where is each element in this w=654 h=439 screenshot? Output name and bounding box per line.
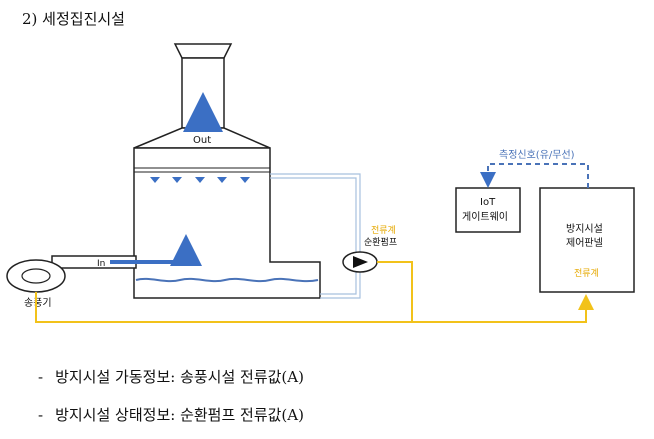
bullet-item: -방지시설 상태정보: 순환펌프 전류값(A) [38,404,304,425]
bullet-item: -방지시설 가동정보: 송풍시설 전류값(A) [38,366,304,387]
recirculation-pipe-inner [270,177,357,295]
control-panel-label-1: 방지시설 [566,223,603,235]
stack-cap [173,43,233,59]
spray-nozzle [150,177,160,183]
inlet-flow-arrow [110,234,202,266]
spray-nozzles [150,177,250,183]
control-panel-box [539,187,635,293]
bullet-text: 방지시설 가동정보: 송풍시설 전류값(A) [55,368,304,386]
pump-current-meter-label: 전류계 [371,224,396,236]
bullet-text: 방지시설 상태정보: 순환펌프 전류값(A) [55,406,304,424]
iot-gateway-label-2: 게이트웨이 [462,211,508,223]
blower-inner [21,268,51,284]
bullet-dash: - [38,406,44,424]
blower-wire [35,292,412,323]
measurement-signal-line [480,163,589,188]
water-surface [135,277,319,283]
spray-nozzle [217,177,227,183]
spray-nozzle [195,177,205,183]
pump-label: 순환펌프 [364,236,397,248]
recirculation-pipe [270,173,361,299]
iot-gateway-label-1: IoT [480,197,496,208]
control-panel-label-2: 제어판넬 [566,237,603,249]
pump-wire [377,261,594,323]
measurement-signal-label: 측정신호(유/무선) [499,149,575,161]
pump-triangle [353,256,368,268]
section-heading: 2) 세정집진시설 [22,10,125,28]
bullet-dash: - [38,368,44,386]
blower-label: 송풍기 [24,297,52,309]
panel-current-meter-label: 전류계 [574,267,599,279]
in-label: In [97,259,105,269]
out-label: Out [193,135,211,146]
scrubber-tower [133,147,321,299]
spray-nozzle [172,177,182,183]
spray-nozzle [240,177,250,183]
iot-gateway-box [455,187,521,233]
